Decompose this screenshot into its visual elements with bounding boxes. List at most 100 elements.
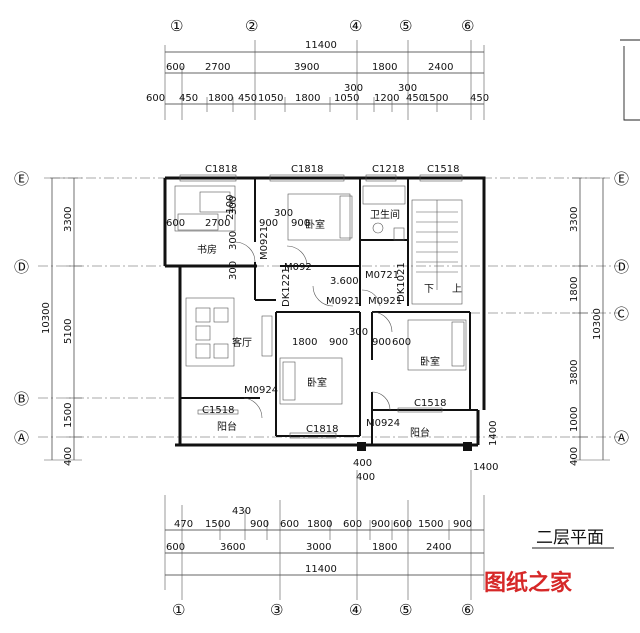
dim-bot-r2-4: 2400 bbox=[426, 542, 451, 553]
window-3: C1518 bbox=[427, 164, 459, 175]
grid-left-0: Ⓔ bbox=[14, 170, 29, 188]
grid-left-2: Ⓑ bbox=[14, 390, 29, 408]
door-5: M0921 bbox=[368, 296, 402, 307]
dim-right-0: 3300 bbox=[569, 207, 580, 232]
drawing-title: 二层平面 bbox=[536, 528, 604, 548]
dim-top-extra-0: 300 bbox=[344, 83, 363, 94]
dim-top-r3-9: 1500 bbox=[423, 93, 448, 104]
dim-top-r3-7: 1200 bbox=[374, 93, 399, 104]
dim-left-0: 3300 bbox=[63, 207, 74, 232]
room-balcony-1: 阳台 bbox=[217, 420, 237, 433]
window-4: C1518 bbox=[202, 405, 234, 416]
dim-bot-r1-2: 430 bbox=[232, 506, 251, 517]
dim-right-3: 1000 bbox=[569, 407, 580, 432]
grid-top: ① ② ④ ⑤ ⑥ bbox=[170, 17, 474, 35]
window-labels: C1818 C1818 C1218 C1518 C1518 C1818 C151… bbox=[202, 164, 459, 435]
dim-bot-r2-3: 1800 bbox=[372, 542, 397, 553]
dim-top-r3-5: 1800 bbox=[295, 93, 320, 104]
idim-10: 300 bbox=[349, 327, 368, 338]
grid-left-1: Ⓓ bbox=[14, 258, 29, 276]
idim-12: 600 bbox=[392, 337, 411, 348]
room-bedroom-2: 卧室 bbox=[307, 376, 327, 389]
idim-16: 400 bbox=[353, 458, 372, 469]
room-bedroom-3: 卧室 bbox=[420, 355, 440, 368]
bottom-dimension-lines: 470 1500 430 900 600 1800 600 900 600 15… bbox=[164, 470, 485, 600]
grid-bot-1: ③ bbox=[270, 601, 283, 619]
dim-bot-r2-0: 600 bbox=[166, 542, 185, 553]
room-balcony-2: 阳台 bbox=[410, 426, 430, 439]
window-0: C1818 bbox=[205, 164, 237, 175]
grid-top-2: ④ bbox=[349, 17, 362, 35]
stair-up: 上 bbox=[452, 283, 462, 295]
idim-4: 300 bbox=[274, 208, 293, 219]
right-dimension-lines: 3300 1800 3800 1000 400 10300 bbox=[569, 177, 610, 466]
grid-right-3: Ⓐ bbox=[614, 429, 629, 447]
dim-bot-r2-1: 3600 bbox=[220, 542, 245, 553]
dim-top-r2-2: 3900 bbox=[294, 62, 319, 73]
grid-left-3: Ⓐ bbox=[14, 429, 29, 447]
grid-left: Ⓔ Ⓓ Ⓑ Ⓐ bbox=[14, 170, 29, 447]
dim-top-extra-1: 300 bbox=[398, 83, 417, 94]
drawing-title-block: 二层平面 图纸之家 bbox=[484, 528, 614, 596]
idim-17: 300 bbox=[228, 196, 239, 215]
room-bedroom-1: 卧室 bbox=[305, 218, 325, 231]
dim-top-r3-10: 450 bbox=[470, 93, 489, 104]
grid-right: Ⓔ Ⓓ Ⓒ Ⓐ bbox=[614, 170, 629, 447]
door-1: M092 bbox=[284, 262, 312, 273]
dim-top-total: 11400 bbox=[305, 40, 337, 51]
axis-lines bbox=[38, 177, 620, 438]
dim-bot-r1-1: 1500 bbox=[205, 519, 230, 530]
door-7: M0924 bbox=[244, 385, 278, 396]
windows bbox=[179, 174, 463, 439]
grid-bot-0: ① bbox=[172, 601, 185, 619]
idim-3: 900 bbox=[259, 218, 278, 229]
idim-2: 2700 bbox=[205, 218, 230, 229]
dim-top-r3-2: 1800 bbox=[208, 93, 233, 104]
dim-bot-r1-9: 1500 bbox=[418, 519, 443, 530]
idim-15: 1400 bbox=[473, 462, 498, 473]
grid-top-4: ⑥ bbox=[461, 17, 474, 35]
dim-bot-r1-6: 600 bbox=[343, 519, 362, 530]
window-2: C1218 bbox=[372, 164, 404, 175]
grid-bot-2: ④ bbox=[349, 601, 362, 619]
room-living: 客厅 bbox=[232, 336, 252, 349]
door-labels: M0921 M092 M0721 DK1221 M0921 M0921 DK10… bbox=[244, 226, 407, 429]
dim-top-r3-1: 450 bbox=[179, 93, 198, 104]
walls bbox=[163, 176, 486, 447]
corner-frame bbox=[620, 39, 640, 121]
top-dimension-lines: 11400 600 2700 3900 1800 2400 300 300 60… bbox=[146, 40, 489, 120]
level-mark: 3.600 bbox=[330, 276, 359, 287]
dim-bot-r1-3: 900 bbox=[250, 519, 269, 530]
dim-bot-r1-4: 600 bbox=[280, 519, 299, 530]
interior-dims: 2100 600 2700 900 300 900 300 300 1800 9… bbox=[166, 195, 499, 483]
idim-11: 900 bbox=[372, 337, 391, 348]
door-4: M0921 bbox=[326, 296, 360, 307]
door-2: M0721 bbox=[365, 270, 399, 281]
furniture bbox=[174, 185, 467, 405]
grid-top-1: ② bbox=[245, 17, 258, 35]
room-labels: 书房 卧室 卫生间 客厅 卧室 卧室 阳台 阳台 下 上 3.600 bbox=[197, 208, 462, 439]
stair bbox=[411, 199, 463, 305]
room-study: 书房 bbox=[197, 243, 217, 256]
door-swings bbox=[234, 241, 393, 419]
idim-5: 900 bbox=[291, 218, 310, 229]
dim-right-total: 10300 bbox=[592, 308, 603, 340]
dim-top-r2-3: 1800 bbox=[372, 62, 397, 73]
watermark: 图纸之家 bbox=[484, 570, 573, 596]
dim-top-r2-0: 600 bbox=[166, 62, 185, 73]
dim-bot-r1-0: 470 bbox=[174, 519, 193, 530]
dim-right-2: 3800 bbox=[569, 360, 580, 385]
dim-left-3: 400 bbox=[63, 447, 74, 466]
dim-bot-r1-8: 600 bbox=[393, 519, 412, 530]
dim-top-r3-8: 450 bbox=[406, 93, 425, 104]
dim-bot-r1-10: 900 bbox=[453, 519, 472, 530]
columns bbox=[357, 442, 472, 451]
left-dimension-lines: 10300 3300 5100 1500 400 bbox=[41, 177, 82, 466]
dim-top-r3-0: 600 bbox=[146, 93, 165, 104]
grid-bot-4: ⑥ bbox=[461, 601, 474, 619]
idim-14: 400 bbox=[356, 472, 375, 483]
stair-down: 下 bbox=[424, 284, 434, 295]
idim-1: 600 bbox=[166, 218, 185, 229]
dim-bot-r1-5: 1800 bbox=[307, 519, 332, 530]
